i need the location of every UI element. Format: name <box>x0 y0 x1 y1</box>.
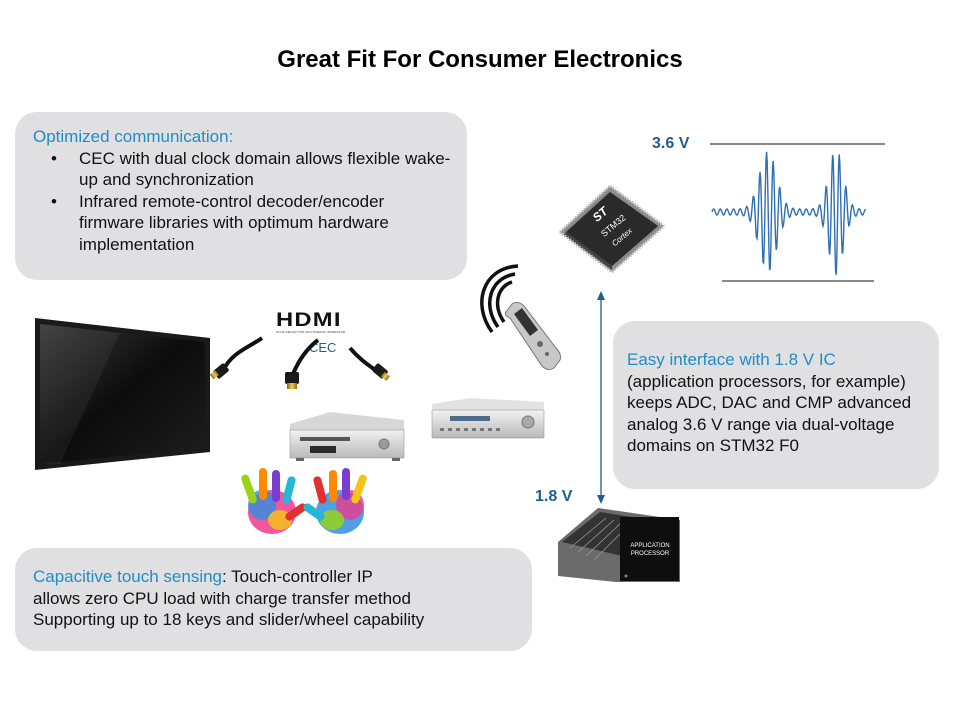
hand-print-icon <box>241 468 307 534</box>
bullet-marker: • <box>51 148 57 168</box>
voltage-low-label: 1.8 V <box>535 488 573 505</box>
hdmi-cable-icon <box>348 346 390 381</box>
app-chip-line-2: PROCESSOR <box>631 551 670 557</box>
touch-panel: Capacitive touch sensing: Touch-controll… <box>15 548 532 651</box>
hdmi-logo: HDMI HIGH-DEFINITION MULTIMEDIA INTERFAC… <box>276 311 356 334</box>
hand-print-icon <box>303 468 367 534</box>
analog-waveform <box>711 151 867 275</box>
hdmi-cable-icon <box>209 336 264 380</box>
communication-heading: Optimized communication: <box>33 127 234 146</box>
dvd-player-icon <box>289 412 405 461</box>
hdmi-wordmark: HDMI <box>276 310 342 331</box>
app-chip-line-1: APPLICATION <box>630 543 669 549</box>
touch-heading-suffix: : Touch-controller IP <box>222 567 373 586</box>
bullet-marker: • <box>51 191 57 211</box>
av-receiver-icon <box>431 398 545 439</box>
bullet-text: CEC with dual clock domain allows flexib… <box>79 148 451 190</box>
communication-panel: Optimized communication: • CEC with dual… <box>15 112 467 280</box>
touch-line-1: allows zero CPU load with charge transfe… <box>33 588 411 608</box>
voltage-arrow <box>597 291 605 504</box>
voltage-high-label: 3.6 V <box>652 135 690 152</box>
tv-icon <box>35 318 210 470</box>
interface-body: (application processors, for example) ke… <box>627 371 912 456</box>
touch-line-2: Supporting up to 18 keys and slider/whee… <box>33 610 425 629</box>
hdmi-tagline: HIGH-DEFINITION MULTIMEDIA INTERFACE <box>276 330 346 334</box>
communication-bullet-2: • Infrared remote-control decoder/encode… <box>33 191 453 256</box>
communication-bullet-1: • CEC with dual clock domain allows flex… <box>33 148 453 191</box>
hdmi-cable-icon <box>285 338 320 389</box>
application-processor-icon: APPLICATION PROCESSOR <box>558 508 680 582</box>
remote-control-icon <box>480 264 561 371</box>
interface-panel: Easy interface with 1.8 V IC (applicatio… <box>613 321 939 489</box>
page-title: Great Fit For Consumer Electronics <box>277 46 683 73</box>
interface-heading: Easy interface with 1.8 V IC <box>627 350 836 369</box>
mcu-chip-icon: ST STM32 Cortex <box>558 184 665 274</box>
bullet-text: Infrared remote-control decoder/encoder … <box>79 191 389 254</box>
touch-heading: Capacitive touch sensing <box>33 567 223 586</box>
touch-heading-line: Capacitive touch sensing: Touch-controll… <box>33 566 523 588</box>
